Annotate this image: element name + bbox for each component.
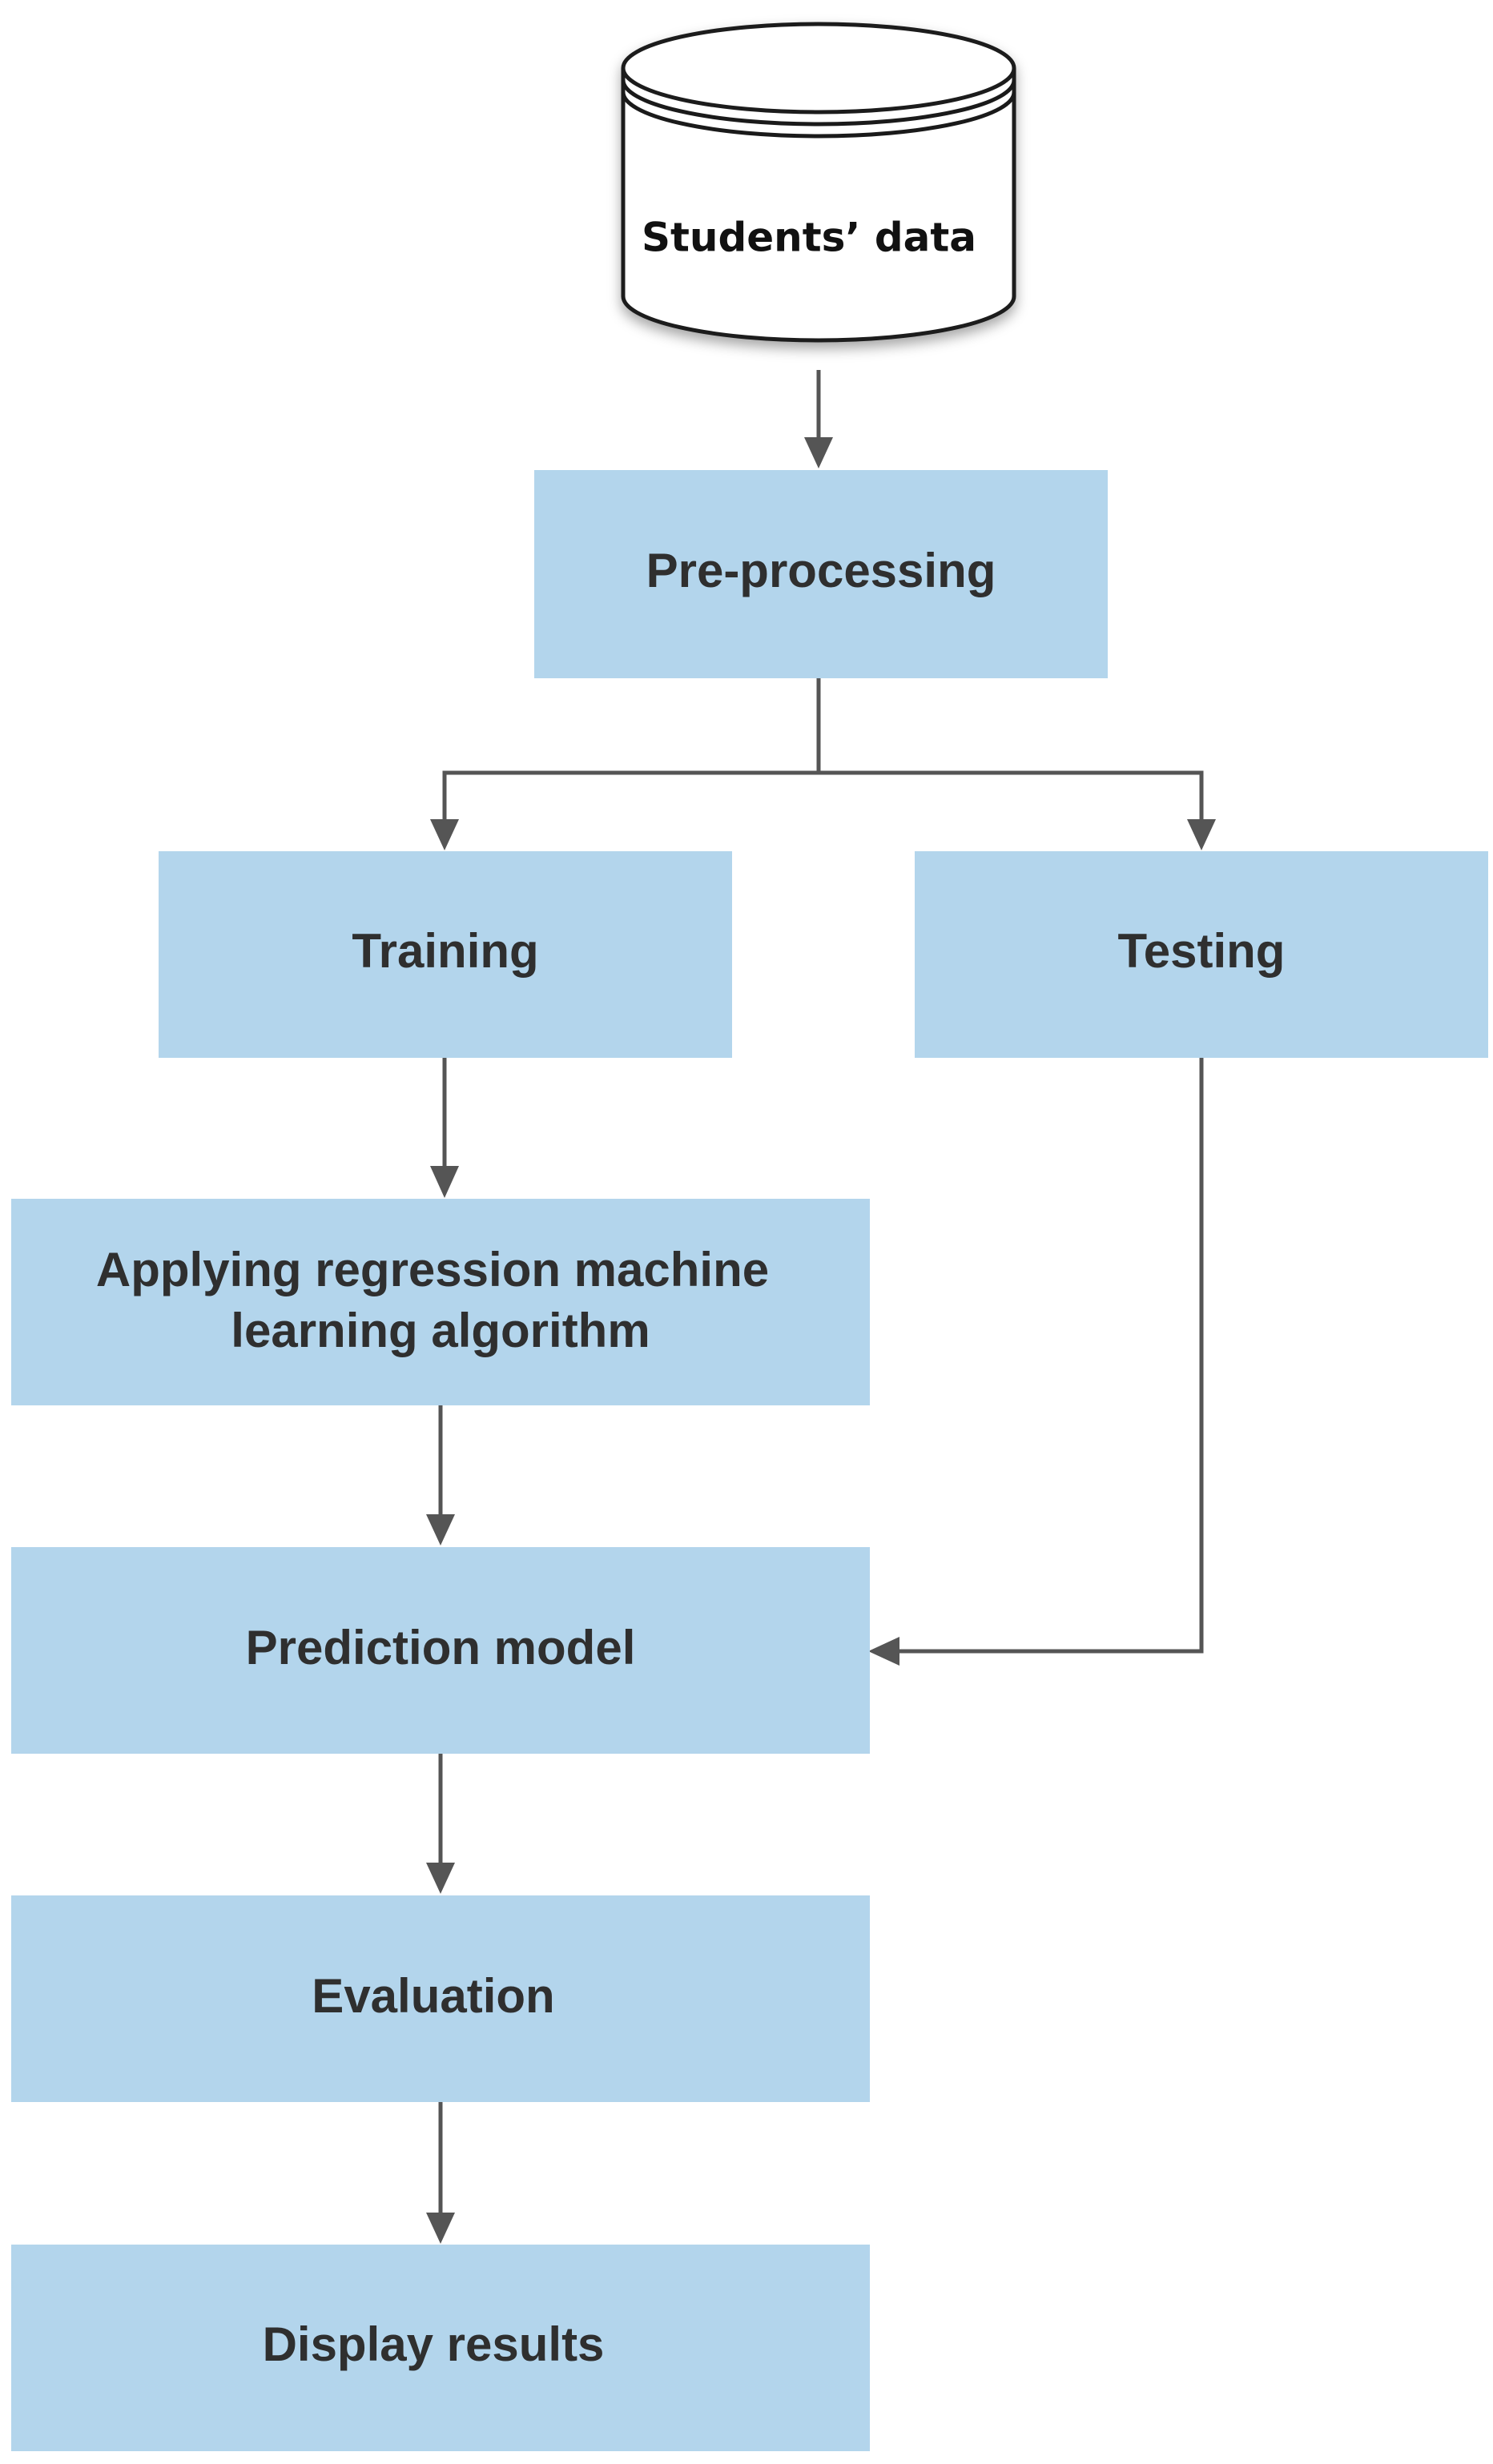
arrowhead-icon (426, 1863, 455, 1894)
step-box (11, 1547, 870, 1754)
step-label-line-1: Applying regression machine (96, 1243, 769, 1296)
step-preprocessing[interactable]: Pre-processing (534, 470, 1108, 678)
arrowhead-icon (804, 437, 833, 468)
arrowhead-icon (868, 1637, 899, 1666)
step-box (534, 470, 1108, 678)
datastore-students-data[interactable]: Students’ data (621, 22, 1016, 343)
step-label-line-2: learning algorithm (231, 1304, 650, 1357)
database-cylinder-body (621, 68, 1016, 343)
step-box (915, 851, 1488, 1058)
step-testing[interactable]: Testing (915, 851, 1488, 1058)
connectors (426, 370, 1216, 2244)
arrowhead-icon (430, 1166, 459, 1198)
step-prediction-model[interactable]: Prediction model (11, 1547, 870, 1754)
arrowhead-icon (426, 2213, 455, 2244)
step-label: Display results (263, 2317, 605, 2371)
database-cylinder-rim (621, 91, 1016, 139)
step-box (11, 1895, 870, 2102)
step-evaluation[interactable]: Evaluation (11, 1895, 870, 2102)
step-applying-algorithm[interactable]: Applying regression machine learning alg… (11, 1199, 870, 1405)
arrowhead-icon (426, 1514, 455, 1546)
step-label: Evaluation (312, 1969, 554, 2023)
datastore-label: Students’ data (642, 215, 976, 261)
step-label: Prediction model (246, 1621, 636, 1674)
connector-split-to-training (442, 770, 819, 821)
step-label: Pre-processing (646, 544, 996, 597)
database-cylinder-rim (621, 79, 1016, 127)
step-label: Testing (1118, 924, 1286, 978)
step-box (159, 851, 732, 1058)
step-box (11, 2245, 870, 2451)
database-cylinder-top (621, 22, 1016, 115)
step-display-results[interactable]: Display results (11, 2245, 870, 2451)
arrowhead-icon (430, 819, 459, 850)
connector-testing-to-prediction (897, 1057, 1204, 1654)
connector-split-to-testing (819, 770, 1204, 821)
step-training[interactable]: Training (159, 851, 732, 1058)
step-box (11, 1199, 870, 1405)
step-label: Training (352, 924, 538, 978)
arrowhead-icon (1187, 819, 1216, 850)
